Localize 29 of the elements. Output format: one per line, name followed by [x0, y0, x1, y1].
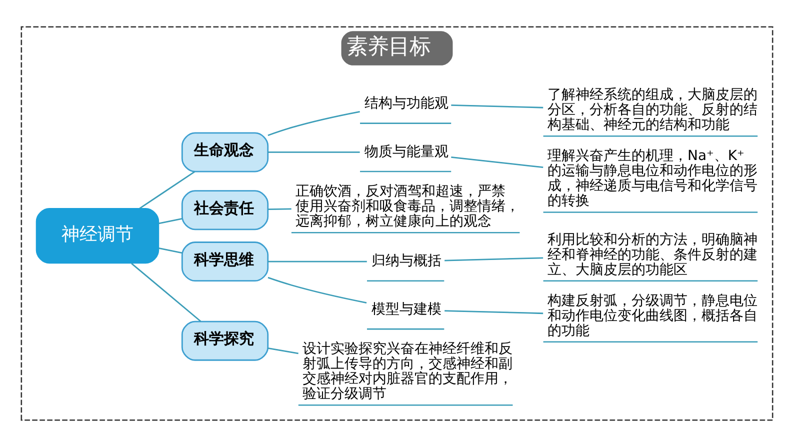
connector — [268, 111, 360, 136]
connector — [451, 156, 544, 168]
node-text: 利用比较和分析的方法，明确脑神经和脊神经的功能、条件反射的建立、大脑皮层的功能区 — [548, 232, 758, 278]
connector — [268, 260, 367, 262]
connector — [131, 262, 202, 322]
node-text: 了解神经系统的组成，大脑皮层的分区，分析各自的功能、反射的结构基础、神经元的结构和功能 — [548, 87, 758, 134]
connector — [158, 247, 182, 254]
node-text: 物质与能量观 — [364, 144, 448, 160]
connector — [158, 218, 182, 224]
node-box: 科学思维 — [181, 242, 269, 282]
connector — [139, 171, 196, 210]
node-box: 社会责任 — [181, 190, 269, 230]
node-text: 理解兴奋产生的机理，Na⁺、K⁺的运输与静息电位和动作电位的形成，神经递质与电信号和化学信号的转换 — [548, 148, 758, 210]
connector — [444, 310, 544, 314]
connector — [451, 104, 544, 108]
node-text: 正确饮酒，反对酒驾和超速，严禁使用兴奋剂和吸食毒品，调整情绪，远离抑郁，树立健康向上的观念 — [296, 184, 520, 230]
connector — [268, 208, 292, 210]
connector — [268, 347, 298, 354]
node-box: 科学探究 — [181, 320, 269, 361]
node-box: 神经调节 — [36, 208, 160, 264]
connector — [444, 257, 544, 262]
node-text: 设计实验探究兴奋在神经纤维和反射弧上传导的方向，交感神经和副交感神经对内脏器官的支配作用，验证分级调节 — [302, 341, 513, 402]
node-text: 结构与功能观 — [364, 96, 448, 112]
node-text: 模型与建模 — [371, 301, 442, 318]
node-text: 构建反射弧，分级调节，静息电位和动作电位变化曲线图，概括各自的功能 — [548, 292, 758, 339]
node-box: 生命观念 — [181, 132, 269, 172]
connector — [268, 152, 360, 153]
connector — [268, 276, 367, 304]
node-text: 归纳与概括 — [371, 253, 442, 270]
